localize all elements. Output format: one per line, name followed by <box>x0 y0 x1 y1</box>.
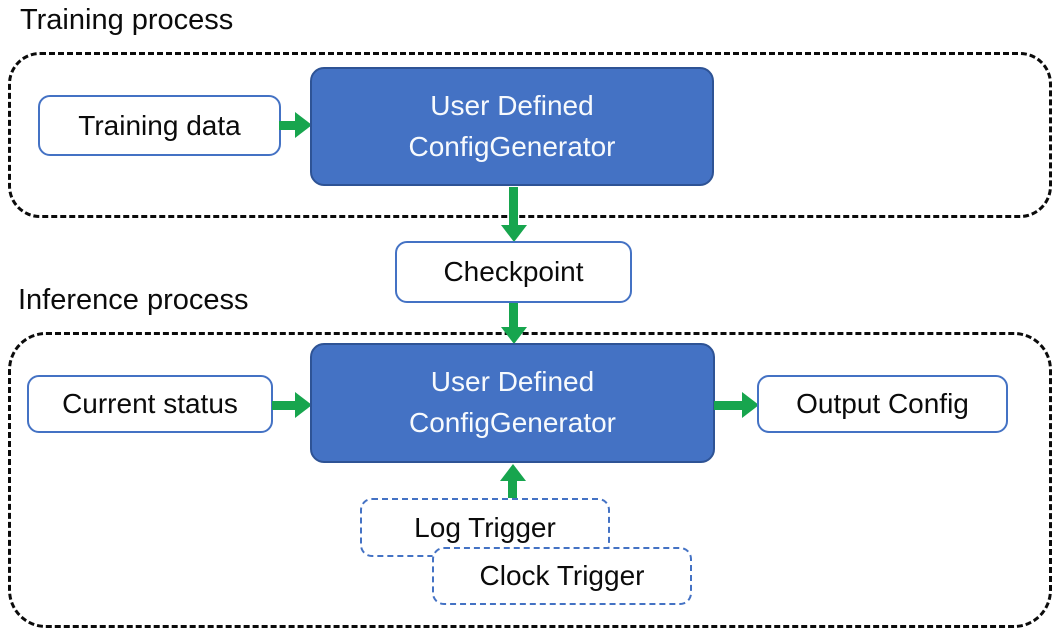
arrow-generator-to-output-config <box>714 392 759 418</box>
generator-training-line2: ConfigGenerator <box>408 130 616 162</box>
arrow-head-down-icon <box>500 327 527 344</box>
checkpoint-label: Checkpoint <box>443 256 584 287</box>
arrow-head-right-icon <box>742 392 759 418</box>
log-trigger-label: Log Trigger <box>414 511 556 543</box>
training-section-title: Training process <box>20 4 234 36</box>
generator-training-line1: User Defined <box>430 89 594 121</box>
training-data-node: Training data <box>38 95 281 156</box>
arrow-triggers-to-generator <box>499 464 526 498</box>
output-config-label: Output Config <box>796 388 969 419</box>
training-data-label: Training data <box>78 109 241 141</box>
arrow-head-right-icon <box>295 392 312 418</box>
generator-inference-node: User Defined ConfigGenerator <box>310 343 715 463</box>
generator-inference-line1: User Defined <box>430 366 595 398</box>
current-status-node: Current status <box>27 375 273 433</box>
arrow-head-up-icon <box>499 464 526 481</box>
log-trigger-node: Log Trigger <box>360 498 610 557</box>
training-process-container <box>8 52 1052 218</box>
checkpoint-node: Checkpoint <box>395 241 632 303</box>
arrow-shaft <box>279 120 295 130</box>
arrow-current-status-to-generator <box>272 392 312 418</box>
clock-trigger-node: Clock Trigger <box>432 547 692 605</box>
arrow-shaft <box>509 303 518 327</box>
arrow-shaft <box>272 400 295 410</box>
current-status-label: Current status <box>62 388 238 419</box>
arrow-shaft <box>508 481 517 498</box>
generator-training-node: User Defined ConfigGenerator <box>310 67 714 186</box>
arrow-generator-to-checkpoint <box>500 187 527 242</box>
inference-process-container <box>8 332 1052 628</box>
arrow-shaft <box>509 187 518 225</box>
arrow-checkpoint-to-generator <box>500 303 527 344</box>
arrow-head-down-icon <box>500 225 527 242</box>
clock-trigger-label: Clock Trigger <box>479 560 645 591</box>
arrow-shaft <box>714 400 742 410</box>
arrow-head-right-icon <box>295 112 312 138</box>
generator-inference-line2: ConfigGenerator <box>408 407 616 438</box>
inference-section-title: Inference process <box>18 284 249 316</box>
output-config-node: Output Config <box>757 375 1008 433</box>
arrow-training-data-to-generator <box>279 112 312 138</box>
